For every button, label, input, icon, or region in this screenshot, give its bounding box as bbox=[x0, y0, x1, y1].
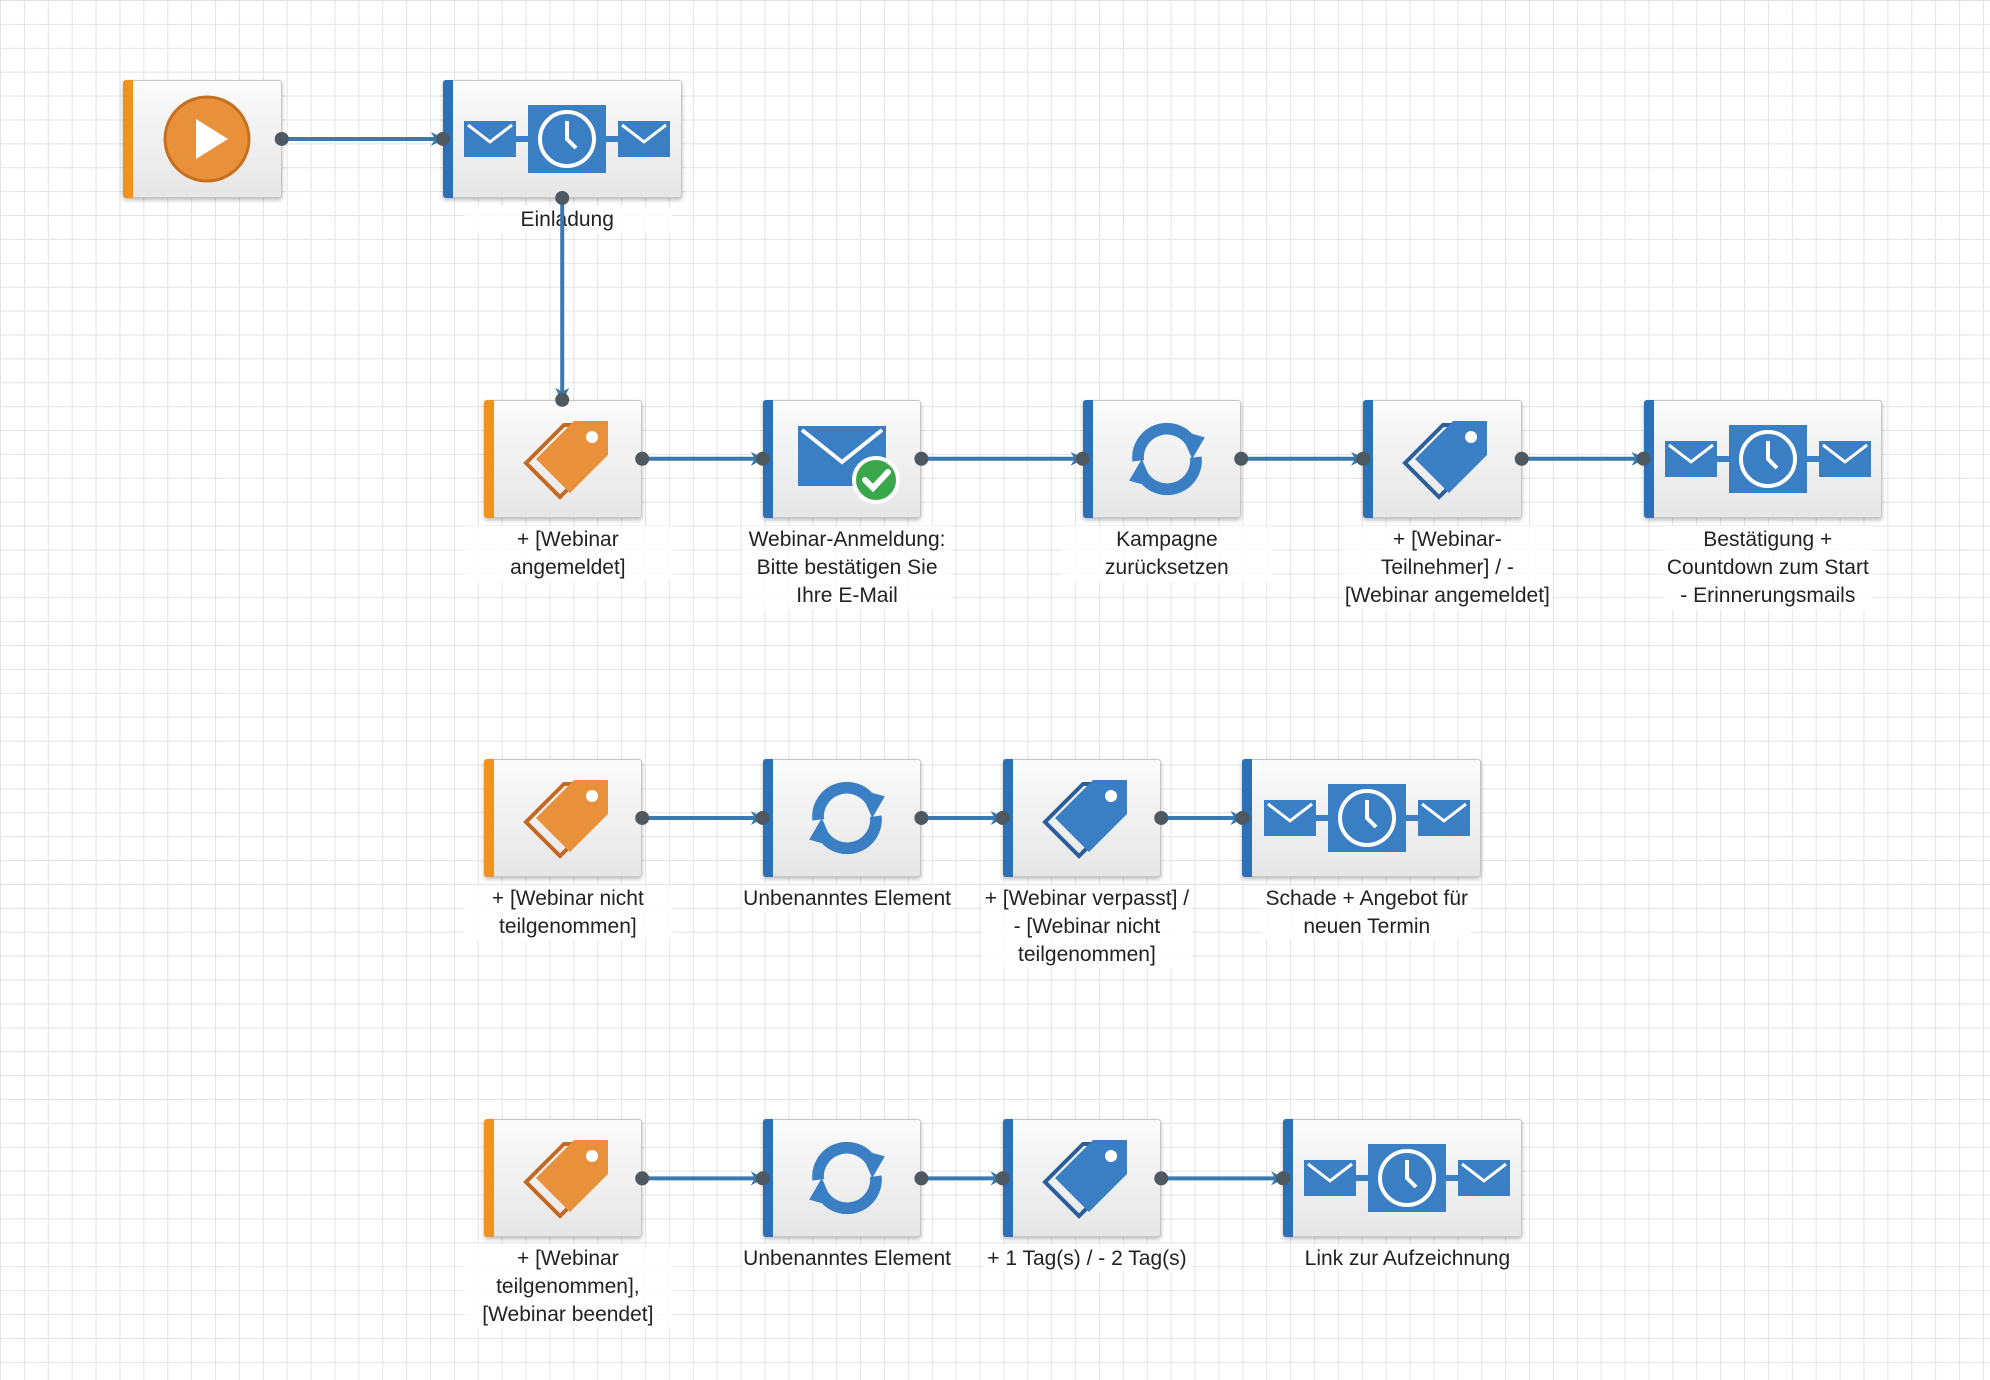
tag-add-icon bbox=[523, 420, 608, 500]
node-icon bbox=[495, 760, 642, 876]
tag-add-icon bbox=[523, 1140, 608, 1220]
node-tag-webinar-teilnehmer[interactable] bbox=[1363, 399, 1522, 518]
node-tag-webinar-teilgenommen[interactable] bbox=[483, 1119, 643, 1238]
node-schade-angebot[interactable] bbox=[1242, 758, 1482, 877]
mail-wait-mail-icon bbox=[464, 104, 671, 173]
tag-add-icon bbox=[523, 779, 608, 859]
mail-wait-mail-icon bbox=[1263, 783, 1470, 852]
node-icon bbox=[1014, 1120, 1161, 1236]
node-icon bbox=[1374, 401, 1521, 517]
node-label: Link zur Aufzeichnung bbox=[1302, 1245, 1513, 1274]
node-icon bbox=[1294, 1120, 1521, 1236]
node-label: Unbenanntes Element bbox=[742, 884, 952, 913]
node-label: + [Webinar nicht teilgenommen] bbox=[463, 884, 673, 941]
play-icon bbox=[163, 95, 251, 183]
tag-icon bbox=[1402, 420, 1488, 500]
node-icon bbox=[774, 760, 921, 876]
node-icon bbox=[495, 401, 642, 517]
node-label: Kampagne zurücksetzen bbox=[1062, 525, 1272, 582]
node-icon bbox=[774, 1120, 921, 1236]
refresh-icon bbox=[809, 781, 885, 854]
node-icon bbox=[134, 81, 281, 197]
node-icon bbox=[454, 81, 681, 197]
node-icon bbox=[1094, 401, 1241, 517]
node-link-aufzeichnung[interactable] bbox=[1283, 1119, 1522, 1238]
node-kampagne-zuruecksetzen[interactable] bbox=[1082, 399, 1242, 518]
node-bestaetigung-countdown[interactable] bbox=[1643, 399, 1883, 518]
node-label: + [Webinar angemeldet] bbox=[463, 525, 673, 582]
tag-icon bbox=[1042, 779, 1127, 859]
node-label: + 1 Tag(s) / - 2 Tag(s) bbox=[982, 1245, 1192, 1274]
node-label: Bestätigung + Countdown zum Start - Erin… bbox=[1663, 525, 1873, 610]
node-unbenanntes-element-1[interactable] bbox=[762, 758, 922, 877]
mail-wait-mail-icon bbox=[1664, 424, 1871, 493]
node-label: + [Webinar teilgenommen], [Webinar beend… bbox=[463, 1245, 673, 1330]
tag-icon bbox=[1042, 1140, 1127, 1220]
refresh-icon bbox=[809, 1142, 885, 1215]
node-icon bbox=[1253, 760, 1480, 876]
node-unbenanntes-element-2[interactable] bbox=[762, 1119, 922, 1238]
node-label: Unbenanntes Element bbox=[742, 1245, 952, 1274]
mail-wait-mail-icon bbox=[1304, 1144, 1511, 1213]
node-icon bbox=[495, 1120, 642, 1236]
node-label: Einladung bbox=[462, 205, 672, 234]
node-icon bbox=[1014, 760, 1161, 876]
node-tag-webinar-verpasst[interactable] bbox=[1002, 758, 1162, 877]
node-icon bbox=[1655, 401, 1882, 517]
node-einladung[interactable] bbox=[442, 79, 682, 198]
node-start[interactable] bbox=[123, 79, 282, 198]
node-tag-1-2[interactable] bbox=[1002, 1119, 1162, 1238]
node-webinar-anmeldung[interactable] bbox=[762, 399, 922, 518]
node-tag-webinar-angemeldet[interactable] bbox=[483, 399, 643, 518]
node-label: Schade + Angebot für neuen Termin bbox=[1262, 884, 1472, 941]
node-label: + [Webinar-Teilnehmer] / - [Webinar ange… bbox=[1342, 525, 1553, 610]
node-label: + [Webinar verpasst] / - [Webinar nicht … bbox=[982, 884, 1192, 969]
refresh-icon bbox=[1129, 422, 1205, 495]
node-label: Webinar-Anmeldung: Bitte bestätigen Sie … bbox=[742, 525, 952, 610]
node-icon bbox=[774, 401, 921, 517]
node-tag-webinar-nicht-teilgenommen[interactable] bbox=[483, 758, 643, 877]
email-confirm-icon bbox=[798, 425, 901, 504]
